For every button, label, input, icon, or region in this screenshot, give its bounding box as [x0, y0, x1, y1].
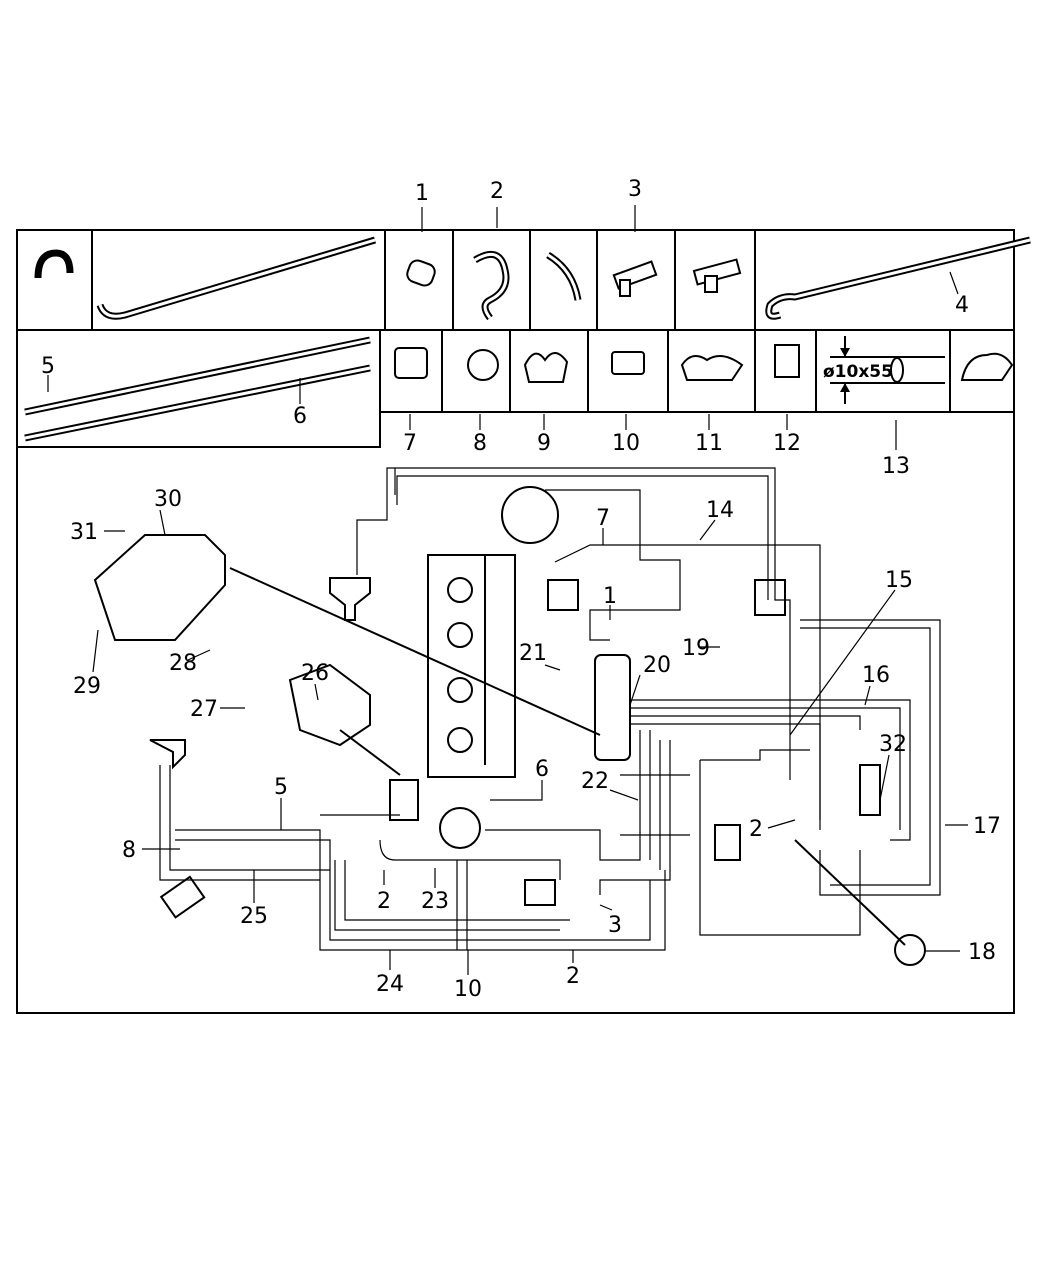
sensor: [159, 875, 206, 919]
canister: [149, 739, 186, 770]
clip-icon: [680, 355, 744, 381]
dimension-label: ø10x55: [823, 362, 893, 382]
callout: 8: [473, 431, 487, 456]
actuator-26: [288, 663, 371, 747]
callout: 18: [968, 940, 996, 965]
parts-row-icons: ø10x55: [24, 236, 1031, 442]
solenoid: [754, 579, 786, 616]
solenoid: [524, 879, 556, 906]
callout: 25: [240, 904, 268, 929]
callout: 28: [169, 651, 197, 676]
engine-block: [427, 554, 516, 778]
callout: 2: [377, 889, 391, 914]
callout: 6: [535, 757, 549, 782]
vacuum-pump: [439, 807, 481, 849]
callout: 30: [154, 487, 182, 512]
clip-icon: [960, 352, 1014, 381]
callout: 12: [773, 431, 801, 456]
dimension-detail: ø10x55: [823, 336, 945, 404]
callout: 15: [885, 568, 913, 593]
callout: 9: [537, 431, 551, 456]
callout: 21: [519, 641, 547, 666]
clip-icon: [611, 351, 645, 375]
callout: 6: [293, 404, 307, 429]
callout: 1: [603, 584, 617, 609]
long-tube-hooked-icon: [765, 236, 1031, 320]
callout: 10: [612, 431, 640, 456]
vacuum-reservoir: [501, 486, 559, 544]
callout: 14: [706, 498, 734, 523]
curved-hose-icon: [473, 250, 510, 321]
manifold: [594, 654, 631, 761]
callout: 31: [70, 520, 98, 545]
callout: 16: [862, 663, 890, 688]
tee-connector-icon: [692, 258, 742, 293]
solenoid: [714, 824, 741, 861]
leader-lines: [47, 205, 968, 975]
callout: 22: [581, 769, 609, 794]
solenoid: [859, 764, 881, 816]
callout: 27: [190, 697, 218, 722]
callout: 5: [274, 775, 288, 800]
callout: 24: [376, 972, 404, 997]
clip-icon: [394, 347, 428, 379]
callout: 32: [879, 732, 907, 757]
callout: 17: [973, 814, 1001, 839]
solenoid: [547, 579, 579, 611]
callout: 1: [415, 181, 429, 206]
callout: 3: [628, 177, 642, 202]
clamp-icon: [467, 349, 499, 381]
callout: 4: [955, 293, 969, 318]
callout: 7: [596, 506, 610, 531]
canister: [329, 577, 371, 621]
short-hose-icon: [406, 259, 436, 287]
callout: 11: [695, 431, 723, 456]
clip-icon: [523, 352, 569, 383]
callout: 3: [608, 913, 622, 938]
bent-hose-icon: [546, 251, 582, 301]
callout: 8: [122, 838, 136, 863]
callout: 23: [421, 889, 449, 914]
callout: 7: [403, 431, 417, 456]
callout: 10: [454, 977, 482, 1002]
diagram-frame: [16, 229, 1015, 1014]
engine-assembly: [93, 467, 941, 966]
callout: 2: [749, 817, 763, 842]
tee-connector-icon: [612, 260, 658, 297]
callout: 20: [643, 653, 671, 678]
callout: 5: [41, 354, 55, 379]
callout: 19: [682, 636, 710, 661]
callout: 29: [73, 674, 101, 699]
callout-labels: 1 2 3 4 5 6 7 8 9 10 11 12 13 14 7 30 31…: [41, 177, 1001, 1002]
callout: 2: [490, 179, 504, 204]
elbow-hose-icon: [34, 249, 74, 279]
module-30: [93, 534, 226, 641]
hose-routing: [159, 467, 941, 951]
solenoid: [389, 779, 419, 821]
bracket-icon: [774, 344, 800, 378]
callout: 26: [301, 661, 329, 686]
callout: 13: [882, 454, 910, 479]
callout: 2: [566, 964, 580, 989]
